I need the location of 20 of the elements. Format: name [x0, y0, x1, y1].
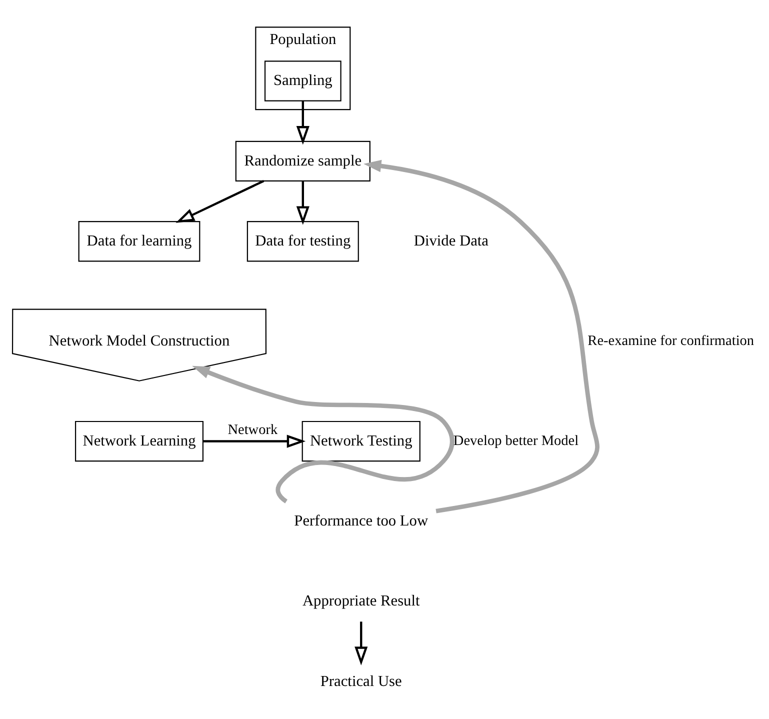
- label: Divide Data: [414, 232, 489, 249]
- arrow: [176, 179, 264, 222]
- node-box: Data for learning: [78, 220, 200, 262]
- node-box: Sampling: [264, 60, 342, 101]
- node-text: Performance too Low: [294, 512, 428, 530]
- node-box: Network Testing: [302, 420, 420, 462]
- arrow: [192, 365, 454, 503]
- arrow: [296, 180, 310, 224]
- arrow: [364, 159, 600, 513]
- edge-label: Re-examine for confirmation: [588, 332, 754, 349]
- edge-label: Network: [228, 422, 278, 438]
- node-box: Data for testing: [246, 220, 359, 262]
- edge-label: Develop better Model: [453, 432, 579, 449]
- node-text: Appropriate Result: [302, 592, 420, 610]
- arrow: [203, 434, 306, 448]
- node-text: Practical Use: [320, 672, 402, 690]
- arrow: [296, 100, 310, 144]
- arrow: [354, 621, 368, 665]
- node-box: Randomize sample: [235, 140, 370, 182]
- node-box: Network Learning: [75, 420, 204, 462]
